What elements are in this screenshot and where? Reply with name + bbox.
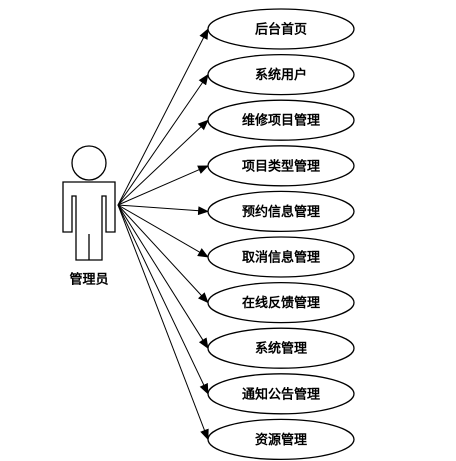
use-case-label: 项目类型管理 bbox=[242, 158, 320, 173]
use-case: 通知公告管理 bbox=[207, 373, 355, 415]
use-case: 系统用户 bbox=[207, 53, 355, 96]
association-arrow bbox=[117, 204, 209, 216]
use-case: 维修项目管理 bbox=[207, 99, 355, 141]
use-case: 预约信息管理 bbox=[207, 190, 355, 233]
use-case-label: 系统管理 bbox=[255, 341, 307, 356]
use-case-ellipse bbox=[207, 327, 355, 369]
association-arrow bbox=[117, 73, 209, 206]
use-case: 项目类型管理 bbox=[207, 145, 355, 187]
association-arrow bbox=[117, 204, 209, 395]
use-case-label: 系统用户 bbox=[255, 67, 307, 82]
use-case: 取消信息管理 bbox=[207, 236, 355, 278]
use-case-label: 维修项目管理 bbox=[242, 113, 320, 128]
use-case: 系统管理 bbox=[207, 327, 355, 369]
association-arrow bbox=[117, 28, 209, 206]
use-case-label: 后台首页 bbox=[255, 22, 307, 37]
associations bbox=[117, 28, 209, 441]
use-cases: 后台首页系统用户维修项目管理项目类型管理预约信息管理取消信息管理在线反馈管理系统… bbox=[207, 8, 355, 461]
use-case-ellipse bbox=[207, 190, 355, 233]
use-case-label: 资源管理 bbox=[255, 432, 307, 447]
use-case: 资源管理 bbox=[207, 418, 355, 461]
association-arrow bbox=[117, 204, 209, 304]
person-icon-head bbox=[71, 145, 107, 181]
use-case-ellipse bbox=[207, 236, 355, 278]
use-case-label: 取消信息管理 bbox=[242, 250, 320, 265]
use-case-ellipse bbox=[207, 53, 355, 96]
use-case-ellipse bbox=[207, 99, 355, 141]
actor-administrator: 管理员 bbox=[62, 145, 116, 287]
use-case-label: 预约信息管理 bbox=[242, 204, 320, 219]
use-case-ellipse bbox=[207, 145, 355, 187]
use-case-ellipse bbox=[207, 418, 355, 461]
association-arrow bbox=[117, 165, 209, 206]
association-arrow bbox=[117, 119, 209, 206]
use-case: 在线反馈管理 bbox=[207, 281, 355, 324]
association-arrow bbox=[117, 204, 209, 441]
use-case-ellipse bbox=[207, 281, 355, 324]
actor-label: 管理员 bbox=[69, 272, 108, 287]
person-icon bbox=[62, 181, 116, 261]
association-arrow bbox=[117, 204, 209, 349]
association-arrow bbox=[117, 204, 209, 258]
use-case-ellipse bbox=[207, 373, 355, 415]
use-case-label: 通知公告管理 bbox=[242, 386, 320, 401]
use-case-ellipse bbox=[207, 8, 355, 50]
use-case-label: 在线反馈管理 bbox=[242, 295, 320, 310]
use-case: 后台首页 bbox=[207, 8, 355, 50]
